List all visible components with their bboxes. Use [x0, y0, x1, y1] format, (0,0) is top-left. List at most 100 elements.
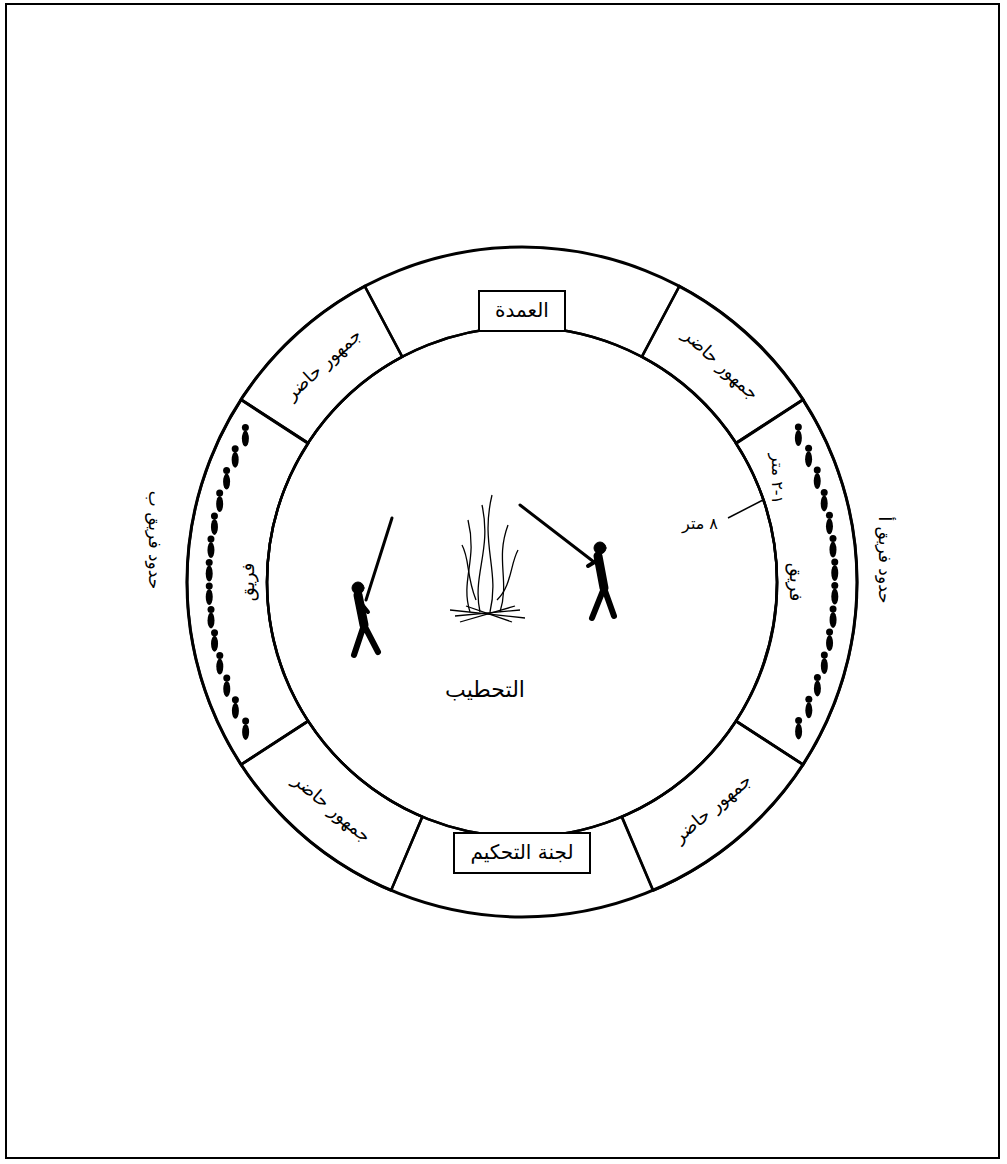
boundary-label: حدود فريق أ — [875, 516, 895, 603]
member-head — [821, 489, 828, 496]
member-body — [207, 542, 214, 558]
team-member — [805, 696, 812, 719]
fighting-stick — [366, 518, 392, 600]
audience-sector: جمهور حاضر — [241, 286, 402, 443]
member-head — [814, 467, 821, 474]
team-member — [814, 674, 821, 697]
jury-box: لجنة التحكيم — [453, 832, 591, 874]
sector-shape — [622, 721, 803, 890]
fighter-legs — [354, 625, 378, 655]
audience-sector: جمهور حاضر — [622, 721, 803, 890]
team-member — [826, 512, 833, 535]
team-member — [242, 424, 249, 447]
member-body — [242, 431, 249, 447]
team-member — [829, 535, 836, 558]
node-text: العمدة — [494, 298, 550, 322]
team-member — [821, 489, 828, 512]
member-body — [830, 612, 837, 628]
node-text: فريق — [237, 563, 259, 602]
flame — [500, 525, 508, 612]
node-text: التحطيب — [445, 677, 525, 703]
member-head — [830, 605, 837, 612]
member-head — [805, 696, 812, 703]
node-text: لجنة التحكيم — [469, 840, 575, 864]
sector-shape — [241, 286, 402, 443]
member-head — [223, 674, 230, 681]
member-body — [232, 452, 239, 468]
dimension-label: ١-٢ متر — [767, 454, 786, 504]
team-member — [206, 559, 213, 582]
flame — [497, 550, 518, 600]
member-body — [826, 635, 833, 651]
fighting-stick — [520, 505, 594, 562]
fighter-arm — [360, 602, 368, 612]
member-body — [831, 588, 838, 604]
member-body — [206, 566, 213, 582]
team-member — [805, 445, 812, 468]
sector-dividers — [241, 286, 803, 890]
member-head — [223, 467, 230, 474]
member-body — [211, 519, 218, 535]
member-body — [795, 723, 802, 739]
team-sector: فريق — [736, 400, 857, 765]
member-head — [795, 717, 802, 724]
member-head — [232, 445, 239, 452]
member-body — [216, 496, 223, 512]
member-body — [223, 681, 230, 697]
circle-shape — [267, 327, 777, 837]
member-head — [216, 652, 223, 659]
team-member — [216, 489, 223, 512]
member-body — [216, 659, 223, 675]
member-head — [242, 717, 249, 724]
member-body — [829, 542, 836, 558]
firewood — [450, 610, 525, 618]
member-body — [821, 495, 828, 511]
leader-line — [728, 500, 763, 518]
team-member — [216, 652, 223, 675]
flame — [478, 505, 485, 612]
member-head — [242, 424, 249, 431]
member-body — [826, 518, 833, 534]
member-head — [208, 606, 215, 613]
dimension-label: ٨ متر — [682, 514, 718, 533]
right-fighter — [520, 505, 614, 618]
member-body — [805, 451, 812, 467]
team-member — [831, 558, 838, 581]
team-member — [242, 717, 249, 740]
member-body — [795, 430, 802, 446]
team-member — [223, 467, 230, 490]
team-member — [211, 629, 218, 652]
flame — [462, 545, 476, 600]
member-head — [805, 445, 812, 452]
fighter-body — [358, 595, 364, 625]
team-member — [821, 652, 828, 675]
team-member — [232, 696, 239, 719]
sector-shape — [642, 286, 803, 443]
member-head — [206, 559, 213, 566]
member-head — [206, 583, 213, 590]
member-head — [826, 512, 833, 519]
inner-ring — [267, 327, 777, 837]
team-member — [211, 512, 218, 535]
member-body — [211, 636, 218, 652]
member-head — [211, 629, 218, 636]
team-members — [206, 424, 839, 740]
member-head — [831, 582, 838, 589]
member-head — [829, 535, 836, 542]
boundary-label: حدود فريق ب — [145, 491, 165, 589]
member-head — [826, 629, 833, 636]
team-member — [223, 674, 230, 697]
node-text: فريق — [785, 563, 807, 602]
sector-shape — [187, 400, 308, 765]
sector-shape — [736, 400, 857, 765]
member-head — [821, 652, 828, 659]
member-head — [232, 696, 239, 703]
member-body — [821, 658, 828, 674]
audience-sector: جمهور حاضر — [642, 286, 803, 443]
sector-shape — [241, 721, 422, 890]
team-member — [207, 536, 214, 559]
team-member — [826, 629, 833, 652]
fighter-legs — [592, 588, 614, 618]
member-head — [211, 512, 218, 519]
team-member — [814, 467, 821, 490]
